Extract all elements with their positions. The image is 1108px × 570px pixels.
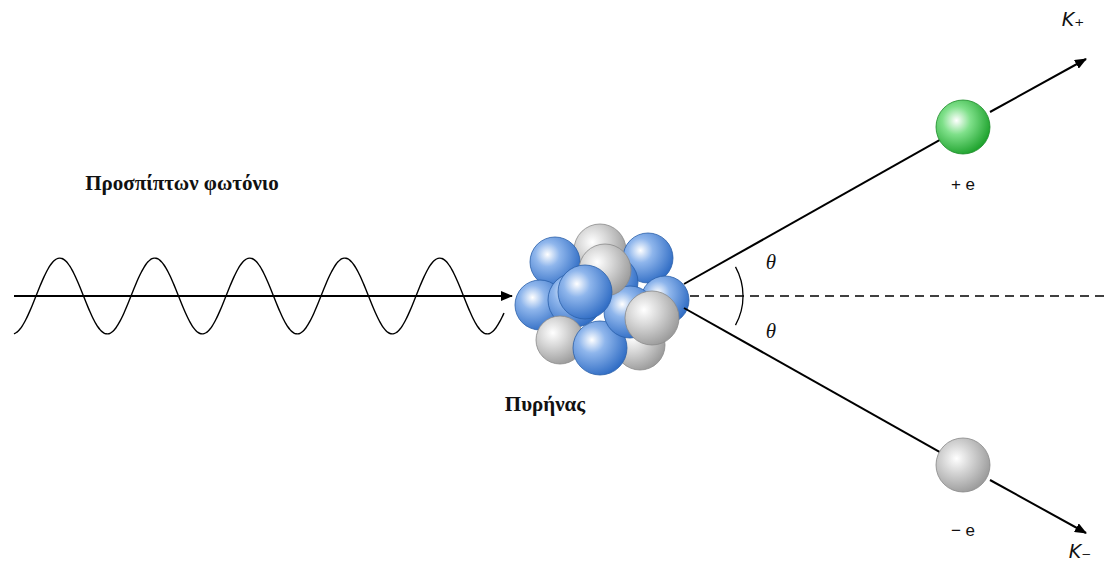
angle-label: θ [766, 319, 776, 344]
momentum-arrow [990, 59, 1086, 112]
photon-wave [14, 258, 504, 334]
photon-axis [14, 295, 512, 297]
positron: + e [933, 97, 993, 207]
photon-label: Προσπίπτων φωτόνιο [85, 171, 279, 196]
angle-arc [736, 267, 744, 325]
positron-ball [936, 100, 990, 154]
momentum-arrow [990, 480, 1086, 533]
kinetic-energy-label: K₊ [1062, 8, 1085, 30]
nucleon [558, 265, 612, 319]
electron: − e [933, 435, 993, 545]
nucleus-label: Πυρήνας [505, 392, 585, 417]
electron-ball [933, 435, 993, 495]
positron-ball [933, 97, 993, 157]
electron-ball [936, 438, 990, 492]
reference-line [690, 295, 1108, 296]
particle-track [684, 140, 939, 284]
kinetic-energy-label: K₋ [1069, 540, 1092, 562]
charge-label: + e [951, 175, 975, 195]
charge-label: − e [951, 521, 975, 541]
nucleon [625, 291, 679, 345]
nucleus: Πυρήνας [480, 222, 695, 422]
particle-track [684, 308, 939, 452]
nucleus-cluster [515, 224, 689, 375]
angle-label: θ [766, 250, 776, 275]
